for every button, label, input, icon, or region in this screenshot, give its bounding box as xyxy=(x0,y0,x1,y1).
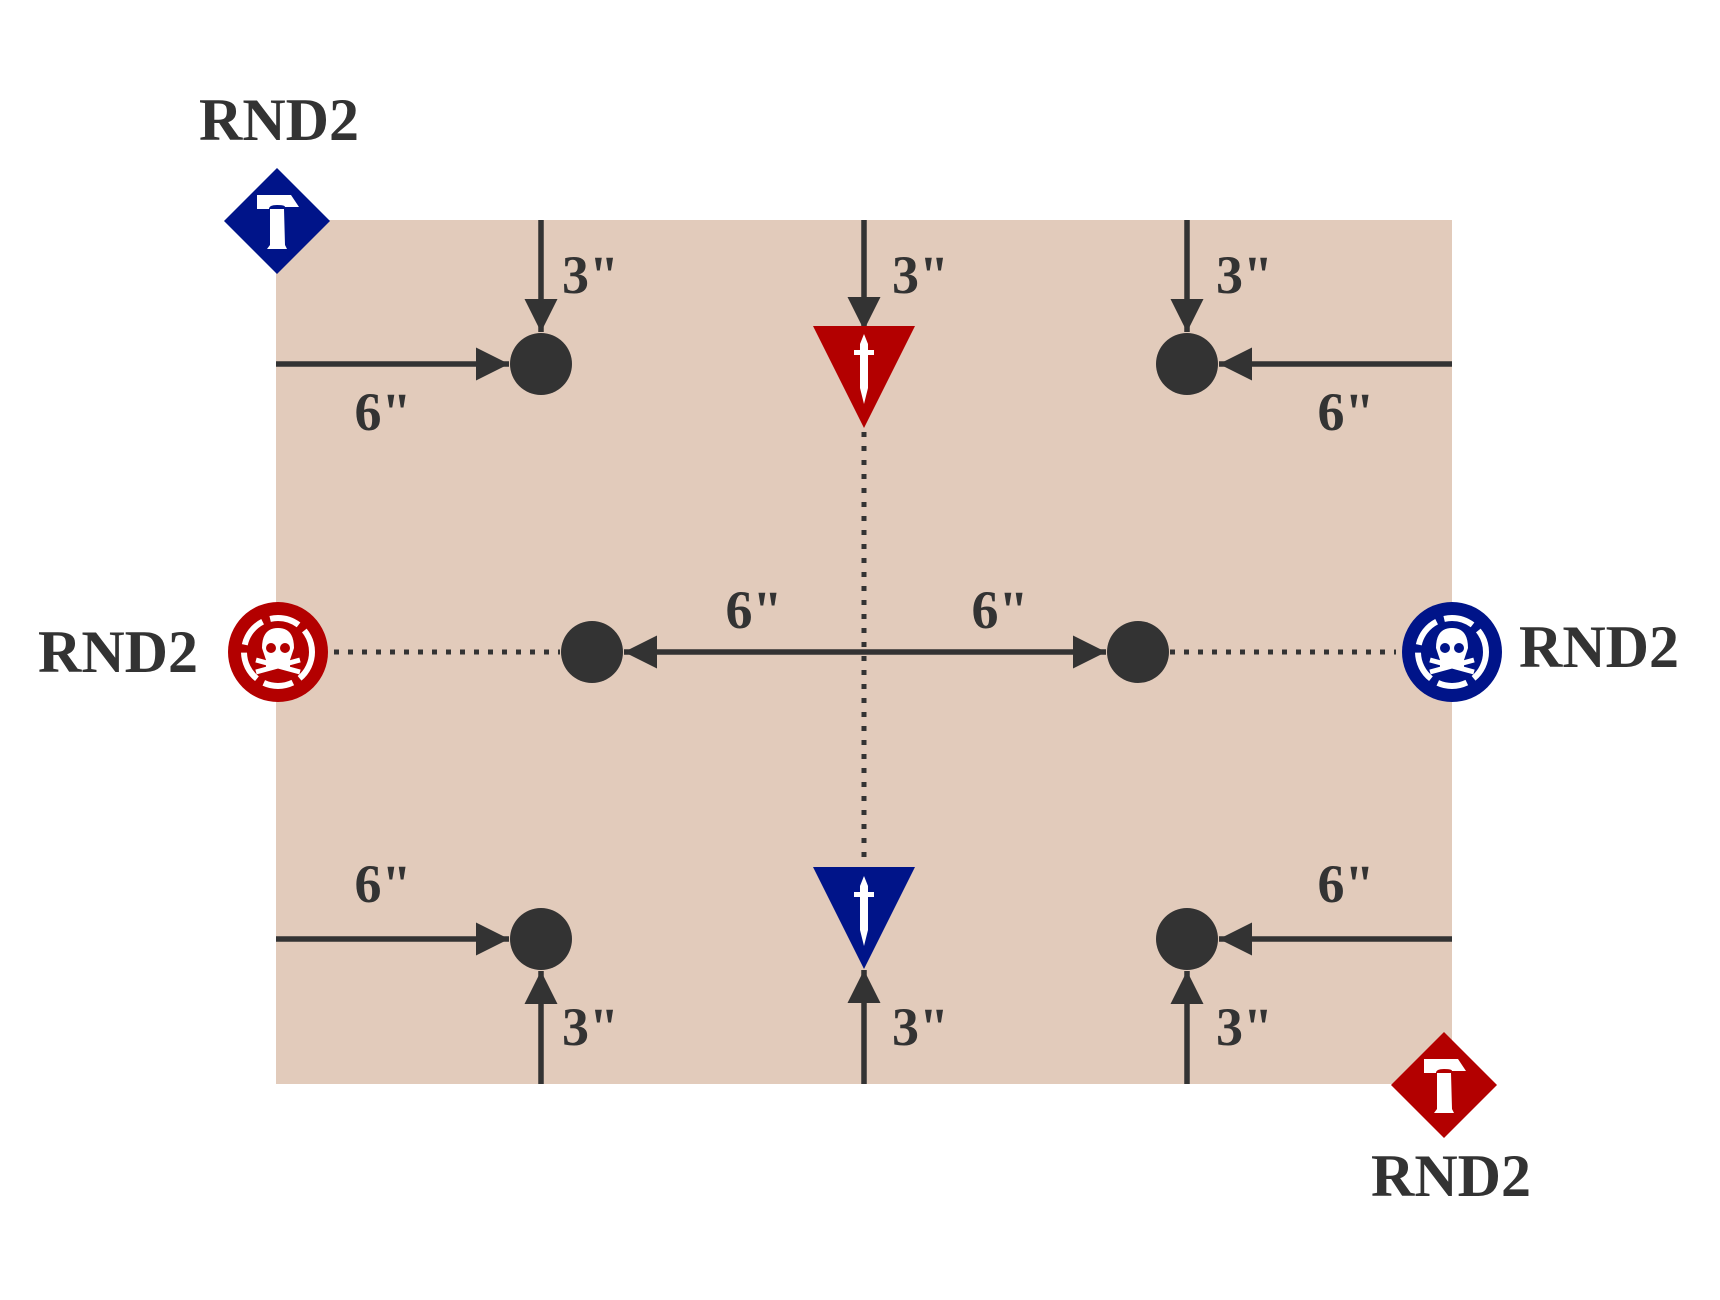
round-label-top-left: RND2 xyxy=(199,87,359,153)
objective-marker-center-right xyxy=(1107,621,1169,683)
measurement-label: 6" xyxy=(355,854,412,914)
measurement-label: 3" xyxy=(892,997,949,1057)
dotted-guides xyxy=(334,432,1396,864)
measurement-label: 6" xyxy=(355,382,412,442)
measurement-label: 6" xyxy=(726,580,783,640)
measurement-label: 6" xyxy=(1318,854,1375,914)
round-label-bottom-right: RND2 xyxy=(1371,1143,1531,1209)
measurement-label: 3" xyxy=(1216,245,1273,305)
blue-diamond-token xyxy=(224,168,330,274)
objective-marker-bottom-right xyxy=(1156,908,1218,970)
round-label-right: RND2 xyxy=(1519,614,1679,680)
measurement-label: 6" xyxy=(972,580,1029,640)
measurement-label: 3" xyxy=(562,245,619,305)
objective-marker-top-right xyxy=(1156,333,1218,395)
measurement-label: 3" xyxy=(892,245,949,305)
objective-marker-center-left xyxy=(561,621,623,683)
measurement-label: 3" xyxy=(562,997,619,1057)
red-triangle-token xyxy=(813,326,915,428)
blue-triangle-token xyxy=(813,867,915,969)
round-label-left: RND2 xyxy=(38,619,198,685)
measurement-label: 3" xyxy=(1216,997,1273,1057)
red-skull-token xyxy=(228,602,328,702)
objective-marker-top-left xyxy=(510,333,572,395)
objective-marker-bottom-left xyxy=(510,908,572,970)
measurement-label: 6" xyxy=(1318,382,1375,442)
red-diamond-token xyxy=(1391,1032,1497,1138)
blue-skull-token xyxy=(1402,602,1502,702)
